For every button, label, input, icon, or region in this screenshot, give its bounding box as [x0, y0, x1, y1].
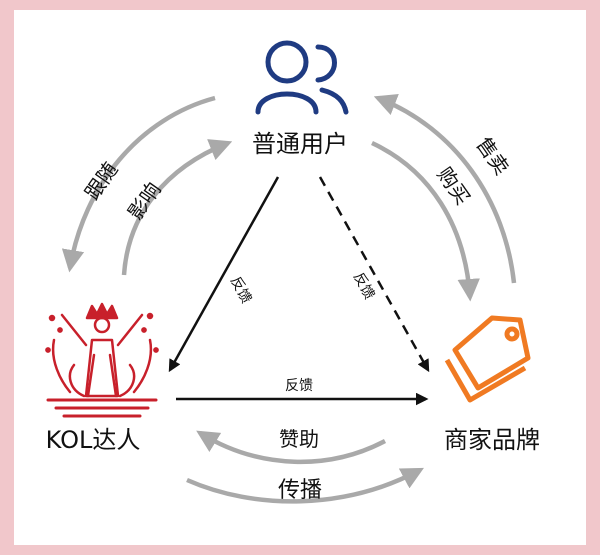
user-to-brand-feedback-label: 反馈 — [350, 270, 377, 302]
brand-node-label: 商家品牌 — [444, 426, 540, 454]
influence-arc — [121, 139, 233, 276]
price-tag-icon — [444, 315, 531, 403]
user-to-brand-feedback-dashed-line — [318, 176, 430, 373]
sell-arc — [373, 94, 517, 284]
influence-label: 影响 — [123, 178, 166, 225]
user-to-kol-feedback-line — [168, 176, 280, 373]
spread-label: 传播 — [278, 478, 322, 503]
spread-arc — [186, 467, 424, 504]
diagram-frame — [14, 10, 586, 545]
sponsor-arc — [196, 430, 387, 465]
kol-to-brand-feedback-label: 反馈 — [285, 378, 313, 394]
celebrity-crown-icon — [45, 302, 159, 418]
users-icon — [255, 40, 349, 115]
sponsor-label: 赞助 — [279, 427, 319, 451]
user-node-label: 普通用户 — [252, 130, 348, 158]
user-to-kol-feedback-label: 反馈 — [227, 274, 254, 306]
buy-arc — [371, 140, 480, 302]
sell-label: 售卖 — [471, 133, 514, 180]
kol-node-label: KOL达人 — [46, 426, 141, 454]
follow-arc — [61, 95, 216, 273]
